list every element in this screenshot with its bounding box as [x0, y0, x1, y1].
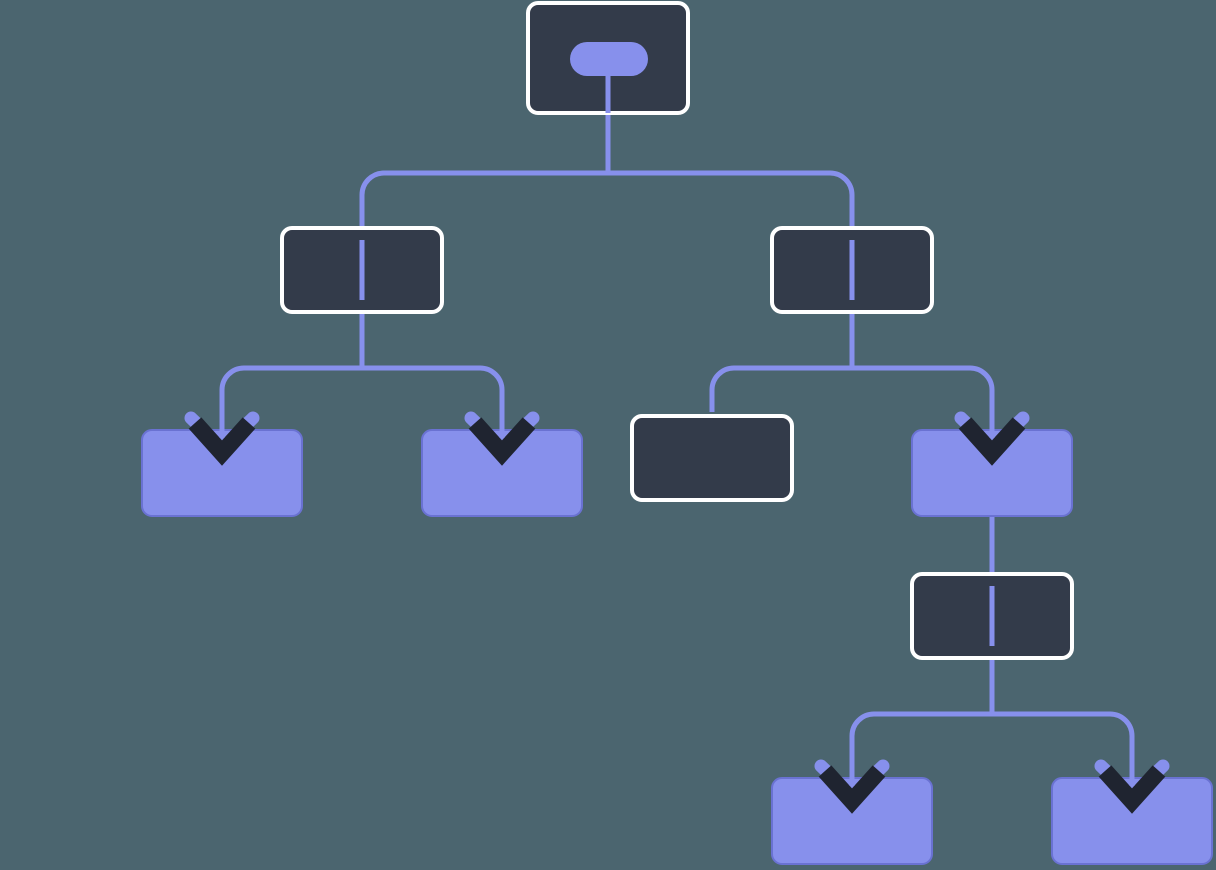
- arrowhead-leaf-one: [184, 410, 260, 466]
- arrowhead-leaf-one-dark-chevron: [188, 417, 256, 466]
- arrowhead-leaf-five-dark-chevron: [1098, 765, 1166, 814]
- root-pill-badge: [570, 42, 648, 76]
- level4-dark-bar-node[interactable]: [910, 572, 1074, 660]
- level2-right-node[interactable]: [770, 226, 934, 314]
- root-node[interactable]: [526, 1, 690, 115]
- arrowhead-leaf-three-dark-chevron: [958, 417, 1026, 466]
- arrowhead-leaf-three: [954, 410, 1030, 466]
- connector-level2-left-to-leaves: [219, 312, 505, 452]
- connector-level4-to-leaves-branch: [849, 711, 992, 800]
- arrowhead-layer: [184, 410, 1170, 814]
- arrowhead-leaf-two-dark-chevron: [468, 417, 536, 466]
- level2-right-node-inner-line: [849, 240, 855, 300]
- connector-level4-to-leaves-branch: [992, 711, 1135, 800]
- level3-dark-empty-node[interactable]: [630, 414, 794, 502]
- level2-left-node-inner-line: [359, 240, 365, 300]
- connector-level4-to-leaves: [849, 658, 1135, 800]
- arrowhead-leaf-four: [814, 758, 890, 814]
- connector-level2-left-to-leaves-branch: [219, 365, 362, 452]
- connector-root-to-level2: [359, 113, 855, 340]
- connector-level2-left-to-leaves-branch: [362, 365, 505, 452]
- arrowhead-leaf-two: [464, 410, 540, 466]
- arrowhead-leaf-four-dark-chevron: [818, 765, 886, 814]
- arrowhead-leaf-five: [1094, 758, 1170, 814]
- connector-level2-right-to-children-branch: [852, 365, 995, 452]
- connector-root-to-level2-branch: [359, 170, 608, 340]
- connector-layer: [219, 113, 1135, 800]
- connector-level2-right-to-children: [709, 312, 995, 452]
- connector-root-to-level2-branch: [608, 170, 855, 340]
- level3-dark-empty-node-body[interactable]: [630, 414, 794, 502]
- node-layer: [141, 1, 1213, 865]
- level4-dark-bar-node-inner-line: [989, 586, 995, 646]
- root-node-inner-stem: [605, 76, 611, 113]
- level2-left-node[interactable]: [280, 226, 444, 314]
- connector-level2-right-to-children-branch: [709, 365, 852, 412]
